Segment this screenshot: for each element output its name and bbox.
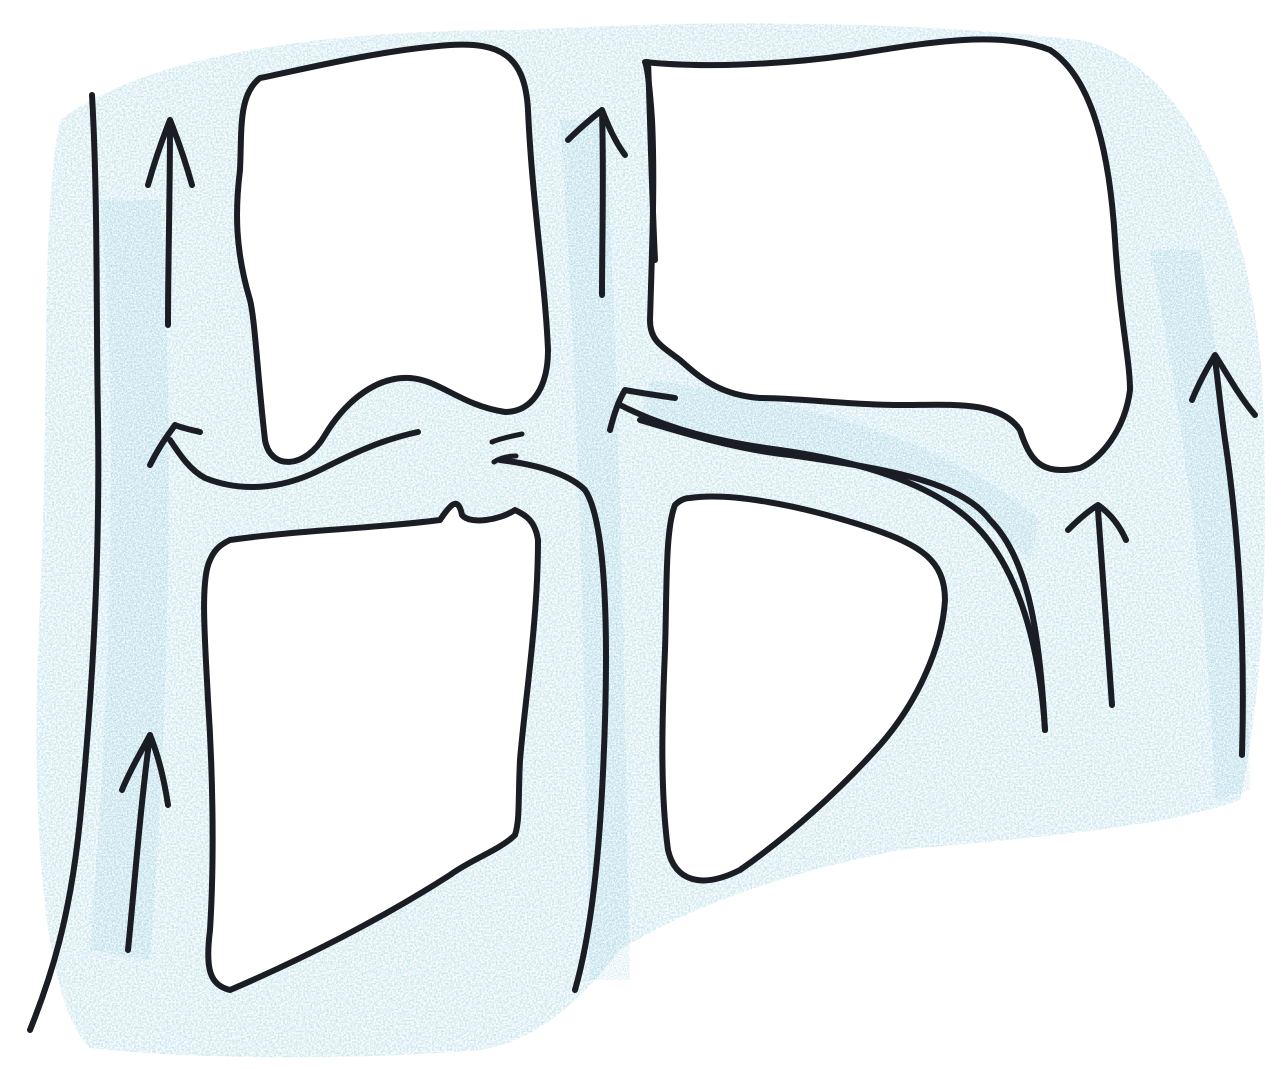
flow-sketch xyxy=(0,0,1272,1070)
